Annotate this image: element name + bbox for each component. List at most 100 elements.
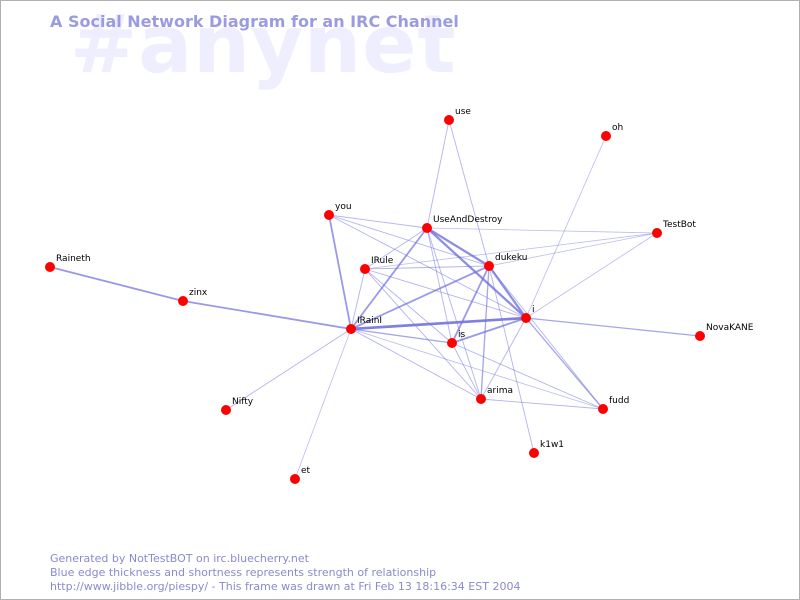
edge-i-TestBot: [525, 232, 658, 319]
edge-i-NovaKANE: [525, 317, 701, 337]
edge-is-fudd: [451, 342, 604, 410]
node-you[interactable]: you: [324, 202, 352, 220]
edge-IRainI-zinx: [182, 300, 352, 330]
edge-IRainI-dukeku: [350, 265, 490, 330]
edge-dukeku-i: [488, 265, 527, 319]
edge-is-IRule: [364, 268, 453, 344]
node-UseAndDestroy[interactable]: UseAndDestroy: [422, 215, 503, 233]
node-dot-i[interactable]: [521, 313, 531, 323]
node-label-oh: oh: [612, 123, 623, 133]
footer-legend-note: Blue edge thickness and shortness repres…: [50, 566, 437, 579]
edge-zinx-Raineth: [49, 266, 184, 302]
edge-UseAndDestroy-dukeku: [426, 227, 490, 267]
edge-IRainI-et: [294, 328, 352, 480]
node-dot-IRule[interactable]: [360, 264, 370, 274]
edge-dukeku-TestBot: [488, 232, 658, 267]
node-dot-UseAndDestroy[interactable]: [422, 223, 432, 233]
edge-is-arima: [451, 342, 482, 400]
node-IRainI[interactable]: IRainI: [346, 316, 382, 334]
node-label-UseAndDestroy: UseAndDestroy: [433, 215, 503, 225]
footer: Generated by NotTestBOT on irc.bluecherr…: [50, 552, 520, 594]
edge-UseAndDestroy-use: [426, 119, 450, 229]
node-i[interactable]: i: [521, 305, 535, 323]
node-dot-oh[interactable]: [601, 131, 611, 141]
node-label-NovaKANE: NovaKANE: [706, 323, 754, 333]
edge-IRainI-you: [328, 214, 352, 330]
footer-generated-by: Generated by NotTestBOT on irc.bluecherr…: [50, 552, 309, 565]
node-dot-et[interactable]: [290, 474, 300, 484]
node-TestBot[interactable]: TestBot: [652, 220, 696, 238]
edge-i-arima: [480, 317, 527, 400]
edge-IRainI-is: [350, 328, 453, 344]
edge-i-is: [451, 317, 527, 344]
edge-IRainI-UseAndDestroy: [350, 227, 428, 330]
node-label-i: i: [532, 305, 535, 315]
node-oh[interactable]: oh: [601, 123, 623, 141]
node-IRule[interactable]: IRule: [360, 256, 394, 274]
edge-IRainI-fudd: [350, 328, 604, 410]
node-dot-is[interactable]: [447, 338, 457, 348]
node-dukeku[interactable]: dukeku: [484, 253, 527, 271]
node-dot-TestBot[interactable]: [652, 228, 662, 238]
node-dot-IRainI[interactable]: [346, 324, 356, 334]
node-dot-dukeku[interactable]: [484, 261, 494, 271]
node-dot-Nifty[interactable]: [221, 405, 231, 415]
node-fudd[interactable]: fudd: [598, 396, 629, 414]
node-label-Raineth: Raineth: [56, 254, 91, 264]
edge-i-oh: [525, 135, 607, 319]
edge-arima-IRule: [364, 268, 482, 400]
edge-i-IRule: [364, 268, 527, 319]
node-dot-fudd[interactable]: [598, 404, 608, 414]
node-label-arima: arima: [487, 386, 513, 396]
edge-layer: [49, 119, 701, 480]
edge-i-you: [328, 214, 527, 319]
node-et[interactable]: et: [290, 466, 311, 484]
node-dot-k1w1[interactable]: [529, 448, 539, 458]
node-dot-Raineth[interactable]: [45, 262, 55, 272]
edge-dukeku-you: [328, 214, 490, 267]
edge-UseAndDestroy-i: [426, 227, 527, 319]
edge-UseAndDestroy-TestBot: [426, 227, 658, 234]
node-dot-you[interactable]: [324, 210, 334, 220]
edge-IRule-TestBot: [364, 232, 658, 270]
node-label-is: is: [458, 330, 466, 340]
edge-dukeku-is: [451, 265, 490, 344]
node-Nifty[interactable]: Nifty: [221, 397, 254, 415]
edge-arima-fudd: [480, 398, 604, 410]
edge-dukeku-use: [448, 119, 490, 267]
node-label-IRule: IRule: [371, 256, 394, 266]
page-title: A Social Network Diagram for an IRC Chan…: [50, 12, 459, 31]
node-dot-zinx[interactable]: [178, 296, 188, 306]
node-label-dukeku: dukeku: [495, 253, 527, 263]
node-label-zinx: zinx: [189, 288, 208, 298]
node-dot-arima[interactable]: [476, 394, 486, 404]
node-label-TestBot: TestBot: [662, 220, 696, 230]
node-zinx[interactable]: zinx: [178, 288, 208, 306]
edge-dukeku-k1w1: [488, 265, 535, 454]
node-label-Nifty: Nifty: [232, 397, 254, 407]
edge-IRainI-IRule: [350, 268, 366, 330]
edge-IRainI-Nifty: [225, 328, 352, 411]
node-is[interactable]: is: [447, 330, 466, 348]
node-NovaKANE[interactable]: NovaKANE: [695, 323, 754, 341]
node-dot-use[interactable]: [444, 115, 454, 125]
node-use[interactable]: use: [444, 107, 471, 125]
node-Raineth[interactable]: Raineth: [45, 254, 91, 272]
edge-UseAndDestroy-you: [328, 214, 428, 229]
edge-dukeku-fudd: [488, 265, 604, 410]
node-label-k1w1: k1w1: [540, 440, 564, 450]
node-label-IRainI: IRainI: [357, 316, 382, 326]
node-arima[interactable]: arima: [476, 386, 513, 404]
edge-IRainI-i: [350, 316, 527, 331]
edge-UseAndDestroy-arima: [426, 227, 482, 400]
node-k1w1[interactable]: k1w1: [529, 440, 564, 458]
node-label-et: et: [301, 466, 311, 476]
node-dot-NovaKANE[interactable]: [695, 331, 705, 341]
edge-IRainI-arima: [350, 328, 482, 400]
edge-i-fudd: [525, 317, 604, 410]
footer-source-link[interactable]: http://www.jibble.org/piespy/ - This fra…: [50, 580, 521, 593]
node-label-you: you: [335, 202, 352, 212]
node-label-fudd: fudd: [609, 396, 629, 406]
edge-dukeku-IRule: [364, 265, 490, 270]
